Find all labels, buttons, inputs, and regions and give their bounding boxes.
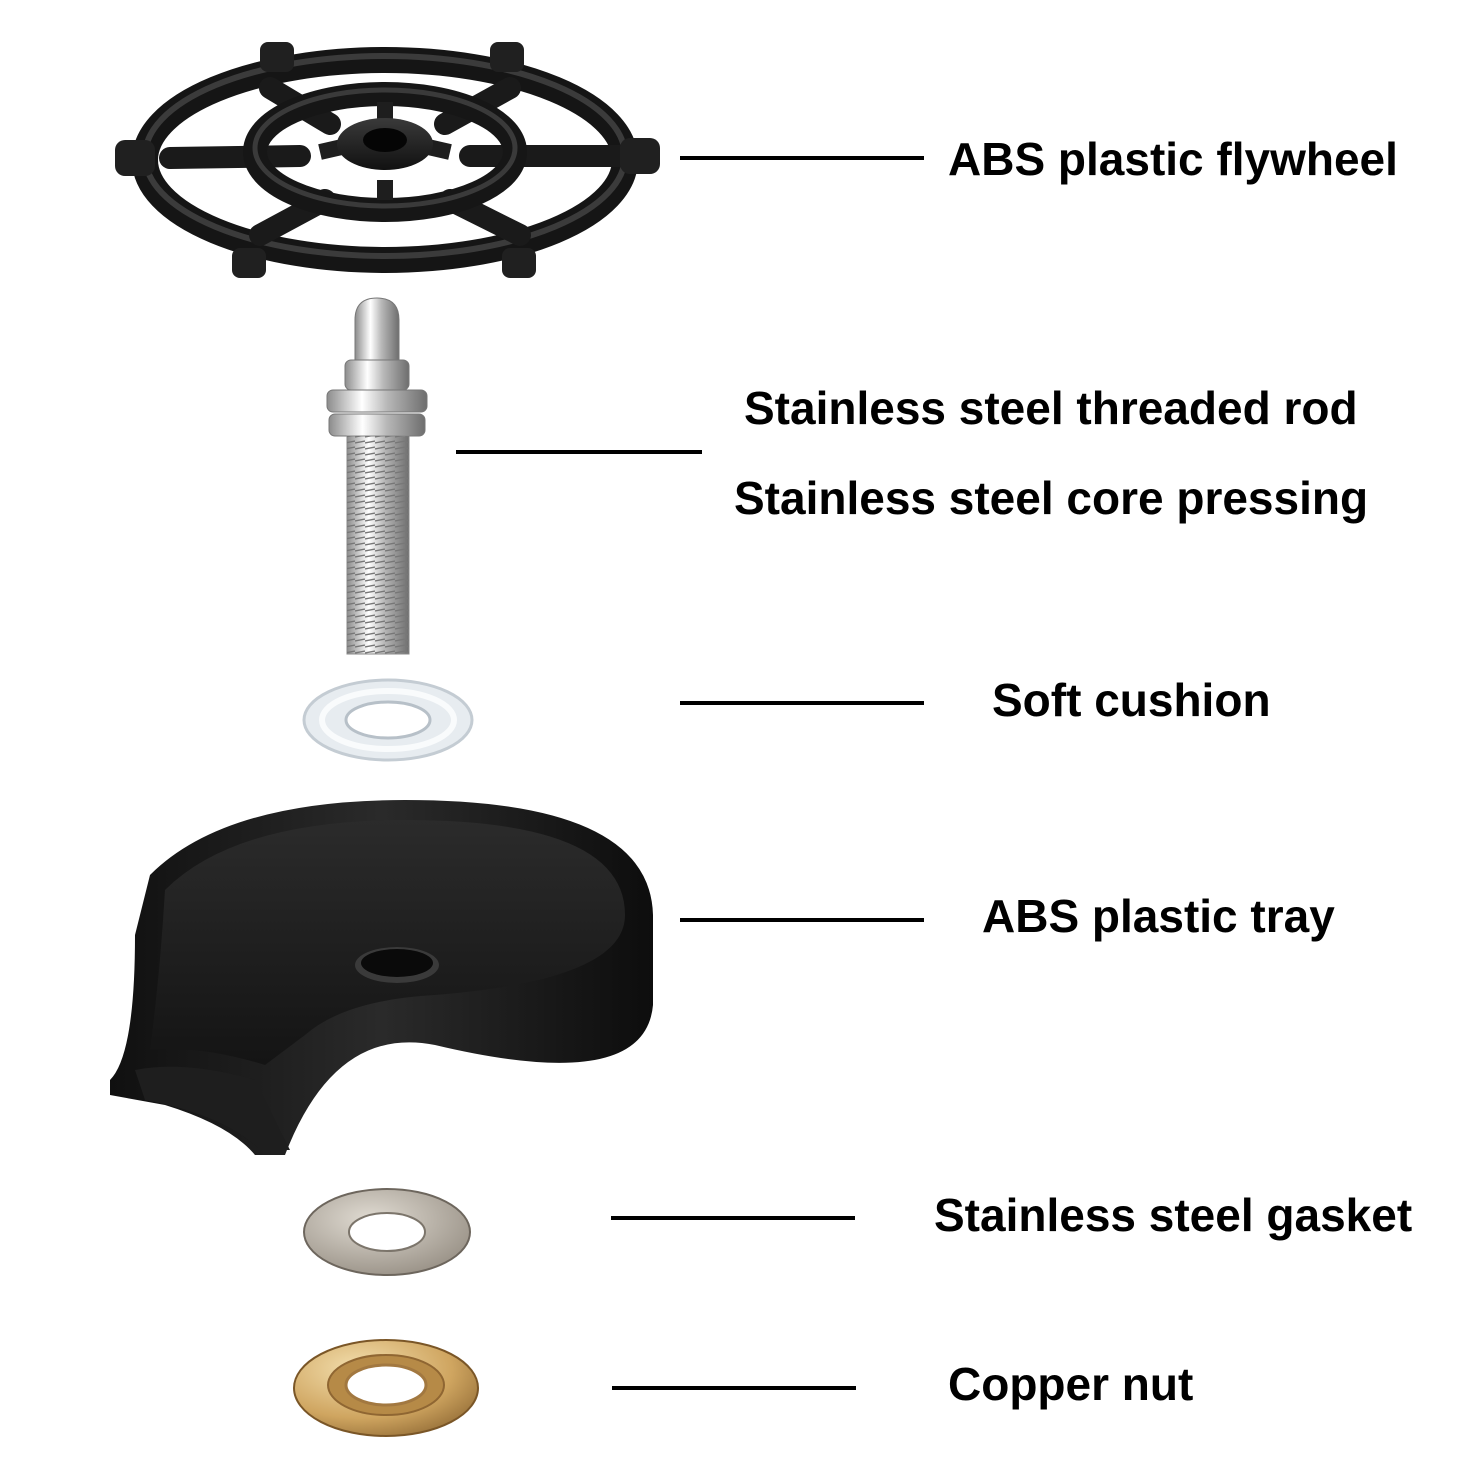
cushion-label: Soft cushion bbox=[992, 674, 1271, 726]
threaded-rod-icon bbox=[326, 297, 428, 655]
gasket-label: Stainless steel gasket bbox=[934, 1189, 1413, 1241]
nut-label: Copper nut bbox=[948, 1358, 1194, 1410]
gasket-leader-line bbox=[611, 1216, 855, 1220]
tray-label: ABS plastic tray bbox=[982, 890, 1335, 942]
tray-icon bbox=[110, 800, 653, 1155]
flywheel-leader-line bbox=[680, 156, 924, 160]
gasket-icon bbox=[303, 1188, 471, 1276]
cushion-ring-icon bbox=[302, 678, 474, 762]
rod-label: Stainless steel threaded rod bbox=[744, 382, 1358, 434]
core-pressing-label: Stainless steel core pressing bbox=[734, 472, 1369, 524]
rod-leader-line bbox=[456, 450, 702, 454]
cushion-leader-line bbox=[680, 701, 924, 705]
copper-nut-icon bbox=[293, 1339, 479, 1437]
flywheel-label: ABS plastic flywheel bbox=[948, 133, 1398, 185]
nut-leader-line bbox=[612, 1386, 856, 1390]
flywheel-icon bbox=[115, 42, 660, 278]
tray-leader-line bbox=[680, 918, 924, 922]
